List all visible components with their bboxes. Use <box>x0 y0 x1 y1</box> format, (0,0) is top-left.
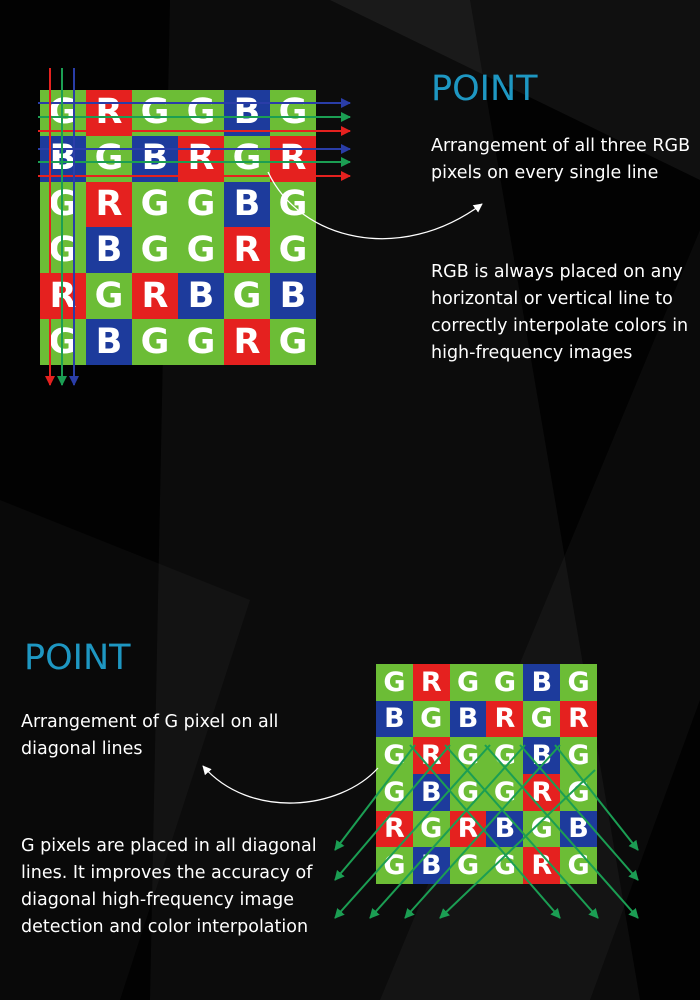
pixel-g: G <box>178 181 224 228</box>
section2-heading: POINT <box>24 638 131 678</box>
pixel-g: G <box>523 700 561 738</box>
pixel-b: B <box>86 227 132 274</box>
pixel-r: R <box>523 774 561 811</box>
pixel-b: B <box>376 700 413 738</box>
section1-body: RGB is always placed on any horizontal o… <box>431 262 689 363</box>
section1-heading: POINT <box>431 69 538 109</box>
pixel-b: B <box>523 737 561 774</box>
pixel-g: G <box>376 737 413 774</box>
pixel-g: G <box>376 847 413 884</box>
pixel-g: G <box>449 847 487 884</box>
pixel-g: G <box>486 774 524 811</box>
pixel-g: G <box>560 847 597 884</box>
pixel-g: G <box>560 774 597 811</box>
pixel-b: B <box>412 847 450 884</box>
pixel-g: G <box>270 227 316 274</box>
pixel-r: R <box>178 135 224 182</box>
pixel-g: G <box>224 135 270 182</box>
pixel-b: B <box>486 810 524 848</box>
pixel-r: R <box>86 181 132 228</box>
pixel-g: G <box>412 700 450 738</box>
section2-caption: Arrangement of G pixel on all diagonal l… <box>21 712 279 759</box>
pixel-r: R <box>376 810 413 848</box>
pixel-b: B <box>132 135 178 182</box>
pixel-g: G <box>40 181 86 228</box>
pixel-g: G <box>132 319 178 365</box>
pixel-b: B <box>178 273 224 320</box>
pixel-g: G <box>486 847 524 884</box>
pixel-g: G <box>270 181 316 228</box>
pixel-b: B <box>224 90 270 136</box>
pixel-b: B <box>449 700 487 738</box>
pixel-b: B <box>40 135 86 182</box>
pixel-g: G <box>178 227 224 274</box>
pixel-r: R <box>523 847 561 884</box>
pixel-b: B <box>523 664 561 701</box>
pixel-r: R <box>412 737 450 774</box>
pixel-r: R <box>40 273 86 320</box>
pixel-g: G <box>560 664 597 701</box>
pixel-g: G <box>224 273 270 320</box>
pixel-g: G <box>376 664 413 701</box>
pixel-g: G <box>86 273 132 320</box>
pixel-g: G <box>270 319 316 365</box>
pixel-g: G <box>132 181 178 228</box>
pixel-g: G <box>486 664 524 701</box>
pixel-r: R <box>486 700 524 738</box>
pixel-r: R <box>132 273 178 320</box>
pixel-b: B <box>224 181 270 228</box>
pixel-r: R <box>270 135 316 182</box>
pixel-g: G <box>449 664 487 701</box>
pixel-g: G <box>523 810 561 848</box>
pixel-r: R <box>224 319 270 365</box>
pixel-r: R <box>412 664 450 701</box>
pixel-r: R <box>86 90 132 136</box>
pixel-b: B <box>270 273 316 320</box>
pixel-g: G <box>178 319 224 365</box>
pixel-g: G <box>178 90 224 136</box>
pixel-g: G <box>376 774 413 811</box>
pixel-b: B <box>86 319 132 365</box>
section1-caption: Arrangement of all three RGB pixels on e… <box>431 136 691 183</box>
section2-body: G pixels are placed in all diagonal line… <box>21 836 317 937</box>
pixel-r: R <box>224 227 270 274</box>
pixel-g: G <box>40 319 86 365</box>
pixel-g: G <box>412 810 450 848</box>
pixel-g: G <box>486 737 524 774</box>
pixel-g: G <box>132 227 178 274</box>
pixel-g: G <box>449 774 487 811</box>
pixel-g: G <box>40 227 86 274</box>
pixel-b: B <box>560 810 597 848</box>
pixel-r: R <box>560 700 597 738</box>
pixel-g: G <box>86 135 132 182</box>
pixel-g: G <box>40 90 86 136</box>
pixel-g: G <box>449 737 487 774</box>
pixel-g: G <box>270 90 316 136</box>
pixel-b: B <box>412 774 450 811</box>
pixel-r: R <box>449 810 487 848</box>
pixel-g: G <box>560 737 597 774</box>
pixel-g: G <box>132 90 178 136</box>
